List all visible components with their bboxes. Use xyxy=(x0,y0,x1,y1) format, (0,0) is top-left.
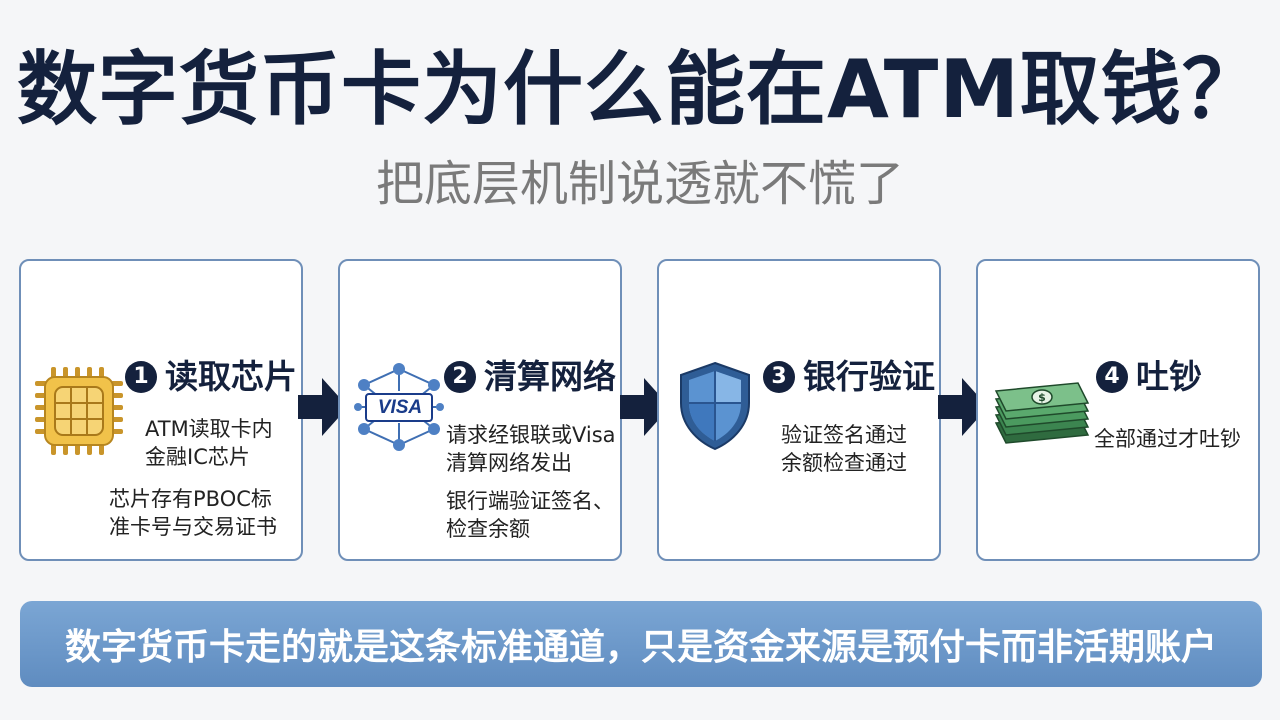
step-title-4: 4 吐钞 xyxy=(1096,357,1202,397)
step-desc-3: 验证签名通过 余额检查通过 xyxy=(781,421,907,477)
summary-banner: 数字货币卡走的就是这条标准通道，只是资金来源是预付卡而非活期账户 xyxy=(20,601,1262,687)
arrow-right-icon xyxy=(298,378,348,436)
desc-line: 准卡号与交易证书 xyxy=(109,515,277,539)
step-desc-4: 全部通过才吐钞 xyxy=(1094,425,1241,453)
step-title-2: 2 清算网络 xyxy=(444,357,616,397)
step-desc-1b: 芯片存有PBOC标 准卡号与交易证书 xyxy=(109,485,277,541)
step-number-1: 1 xyxy=(125,361,157,393)
step-number-2: 2 xyxy=(444,361,476,393)
step-label-4: 吐钞 xyxy=(1136,357,1202,396)
desc-line: 全部通过才吐钞 xyxy=(1094,427,1241,451)
step-card-4: $ 4 吐钞 全部通过才吐钞 xyxy=(976,259,1260,561)
visa-text: VISA xyxy=(377,397,423,418)
step-label-3: 银行验证 xyxy=(803,357,935,396)
page-title: 数字货币卡为什么能在ATM取钱？ xyxy=(17,43,1263,136)
step-desc-2b: 银行端验证签名、 检查余额 xyxy=(446,487,614,543)
arrow-right-icon xyxy=(620,378,670,436)
desc-line: 清算网络发出 xyxy=(446,451,572,475)
desc-line: 余额检查通过 xyxy=(781,451,907,475)
desc-line: 金融IC芯片 xyxy=(145,445,250,469)
step-desc-1a: ATM读取卡内 金融IC芯片 xyxy=(145,415,273,471)
step-desc-2a: 请求经银联或Visa 清算网络发出 xyxy=(446,421,616,477)
desc-line: 芯片存有PBOC标 xyxy=(109,487,272,511)
step-number-4: 4 xyxy=(1096,361,1128,393)
desc-line: 验证签名通过 xyxy=(781,423,907,447)
desc-line: 检查余额 xyxy=(446,517,530,541)
visa-logo: VISA xyxy=(368,397,432,419)
desc-line: 银行端验证签名、 xyxy=(446,489,614,513)
step-card-2: VISA 2 清算网络 请求经银联或Visa 清算网络发出 银行端验证签名、 检… xyxy=(338,259,622,561)
arrow-right-icon xyxy=(938,378,988,436)
cash-icon: $ xyxy=(994,382,1090,444)
step-number-3: 3 xyxy=(763,361,795,393)
step-card-3: 3 银行验证 验证签名通过 余额检查通过 xyxy=(657,259,941,561)
step-label-2: 清算网络 xyxy=(484,357,616,396)
step-label-1: 读取芯片 xyxy=(165,357,297,396)
desc-line: ATM读取卡内 xyxy=(145,417,273,441)
step-card-1: 1 读取芯片 ATM读取卡内 金融IC芯片 芯片存有PBOC标 准卡号与交易证书 xyxy=(19,259,303,561)
desc-line: 请求经银联或Visa xyxy=(446,423,616,447)
svg-text:$: $ xyxy=(1038,391,1046,404)
chip-icon xyxy=(35,367,123,455)
step-title-1: 1 读取芯片 xyxy=(125,357,297,397)
page-subtitle: 把底层机制说透就不慌了 xyxy=(375,156,904,212)
network-icon xyxy=(354,363,444,451)
shield-icon xyxy=(680,361,750,451)
step-title-3: 3 银行验证 xyxy=(763,357,935,397)
